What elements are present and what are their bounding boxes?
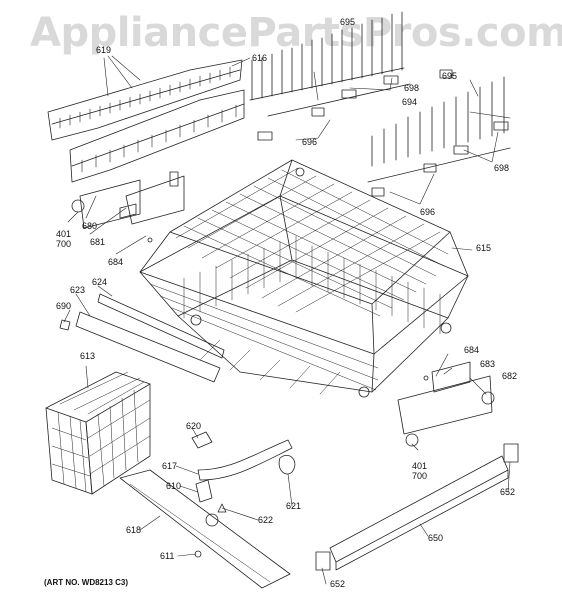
- label-652-right: 652: [500, 487, 516, 497]
- label-695-lower: 695: [442, 71, 458, 81]
- label-617: 617: [162, 461, 178, 471]
- label-696-lower: 696: [420, 207, 436, 217]
- cup-shelf-rails: [47, 59, 245, 183]
- right-rail-brackets: [397, 361, 495, 447]
- spray-arm: [119, 469, 291, 589]
- label-684-right: 684: [464, 345, 480, 355]
- label-650: 650: [428, 533, 444, 543]
- label-616: 616: [252, 53, 268, 63]
- label-619: 619: [96, 45, 112, 55]
- label-618: 618: [126, 525, 142, 535]
- label-680: 680: [82, 221, 98, 231]
- label-684-left: 684: [108, 257, 124, 267]
- label-682: 682: [502, 371, 518, 381]
- label-681: 681: [90, 237, 106, 247]
- label-694: 694: [402, 97, 418, 107]
- label-698-lower: 698: [494, 163, 510, 173]
- label-615: 615: [476, 243, 492, 253]
- tine-row-upper: [249, 11, 411, 141]
- label-624: 624: [92, 277, 108, 287]
- label-622: 622: [258, 515, 274, 525]
- label-401-left: 401: [56, 229, 72, 239]
- leader-lines: [63, 55, 511, 585]
- label-700-left: 700: [56, 239, 72, 249]
- label-695-upper: 695: [340, 17, 356, 27]
- label-652-left: 652: [330, 579, 346, 589]
- watermark-logo: AppliancePartsPros.com: [30, 10, 562, 56]
- label-700-right: 700: [412, 471, 428, 481]
- label-621: 621: [286, 501, 302, 511]
- left-rail-brackets: [71, 171, 185, 243]
- silverware-basket: [45, 371, 151, 495]
- label-611: 611: [160, 551, 175, 561]
- label-690: 690: [56, 301, 72, 311]
- supply-tube: [191, 431, 296, 481]
- label-620: 620: [186, 421, 202, 431]
- label-401-right: 401: [412, 461, 428, 471]
- label-610: 610: [166, 481, 182, 491]
- tine-row-lower: [367, 69, 511, 197]
- label-623: 623: [70, 285, 86, 295]
- label-696-upper: 696: [302, 137, 318, 147]
- label-683: 683: [480, 359, 496, 369]
- lower-rack-basket: [139, 159, 469, 398]
- front-rail: [59, 293, 225, 383]
- art-number: (ART NO. WD8213 C3): [44, 578, 129, 587]
- label-613: 613: [80, 351, 96, 361]
- label-698-upper: 698: [404, 83, 420, 93]
- lower-track: [315, 443, 519, 571]
